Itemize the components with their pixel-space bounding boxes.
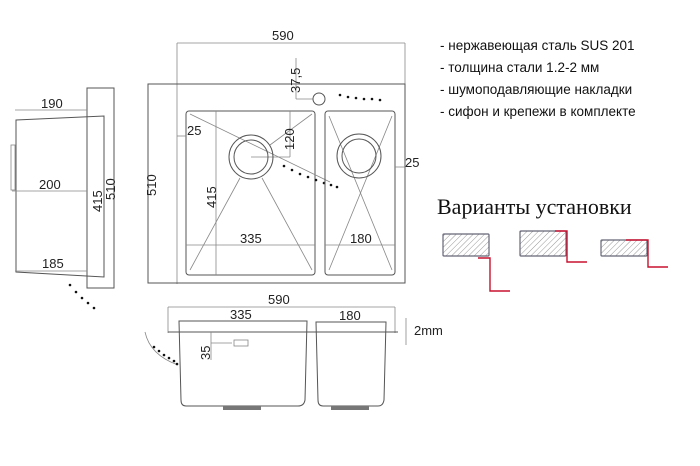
left-bowl — [185, 110, 316, 276]
feature-noise-pads: - шумоподавляющие накладки — [440, 82, 633, 97]
feature-siphon: - сифон и крепежи в комплекте — [440, 104, 636, 119]
left-drain — [228, 134, 274, 180]
flow-dots-icon — [68, 283, 96, 310]
faucet-hole — [312, 92, 326, 106]
front-dim-180: 180 — [339, 308, 361, 323]
side-view: 190 200 185 415 510 — [10, 87, 118, 310]
side-bowl-profile — [15, 115, 105, 278]
top-outline — [147, 83, 406, 284]
feature-thickness: - толщина стали 1.2-2 мм — [440, 60, 600, 75]
front-dim-590: 590 — [268, 292, 290, 307]
top-dim-590: 590 — [272, 28, 294, 43]
side-dim-200: 200 — [39, 177, 61, 192]
top-dim-180: 180 — [350, 231, 372, 246]
install-variant-2 — [519, 230, 587, 263]
top-dim-335: 335 — [240, 231, 262, 246]
side-countertop — [86, 87, 115, 289]
right-bowl — [324, 110, 396, 276]
faucet-dots-icon — [338, 93, 382, 102]
front-dim-35: 35 — [198, 346, 213, 360]
install-variant-3 — [600, 239, 668, 268]
top-dim-37-5: 37,5 — [288, 68, 303, 93]
top-dim-510: 510 — [144, 174, 159, 196]
side-dim-185: 185 — [42, 256, 64, 271]
top-view: 590 37,5 25 120 415 335 510 — [144, 28, 419, 284]
install-variant-1 — [442, 233, 510, 292]
drain-dots-icon — [282, 164, 339, 189]
front-left-bowl — [178, 320, 308, 407]
front-dim-335: 335 — [230, 307, 252, 322]
front-dim-thickness: 2mm — [414, 323, 443, 338]
flow-dots-icon — [152, 345, 179, 366]
right-drain — [336, 133, 382, 179]
top-dim-25-left: 25 — [187, 123, 201, 138]
front-right-bowl — [315, 321, 387, 407]
front-view: 590 335 180 35 2mm — [144, 292, 443, 410]
top-dim-25-right: 25 — [405, 155, 419, 170]
top-dim-120: 120 — [282, 128, 297, 150]
install-variants-title: Варианты установки — [437, 194, 632, 219]
feature-material: - нержавеющая сталь SUS 201 — [440, 38, 635, 53]
side-dim-510: 510 — [103, 178, 118, 200]
side-dim-415: 415 — [90, 190, 105, 212]
side-dim-190: 190 — [41, 96, 63, 111]
top-dim-415: 415 — [204, 186, 219, 208]
